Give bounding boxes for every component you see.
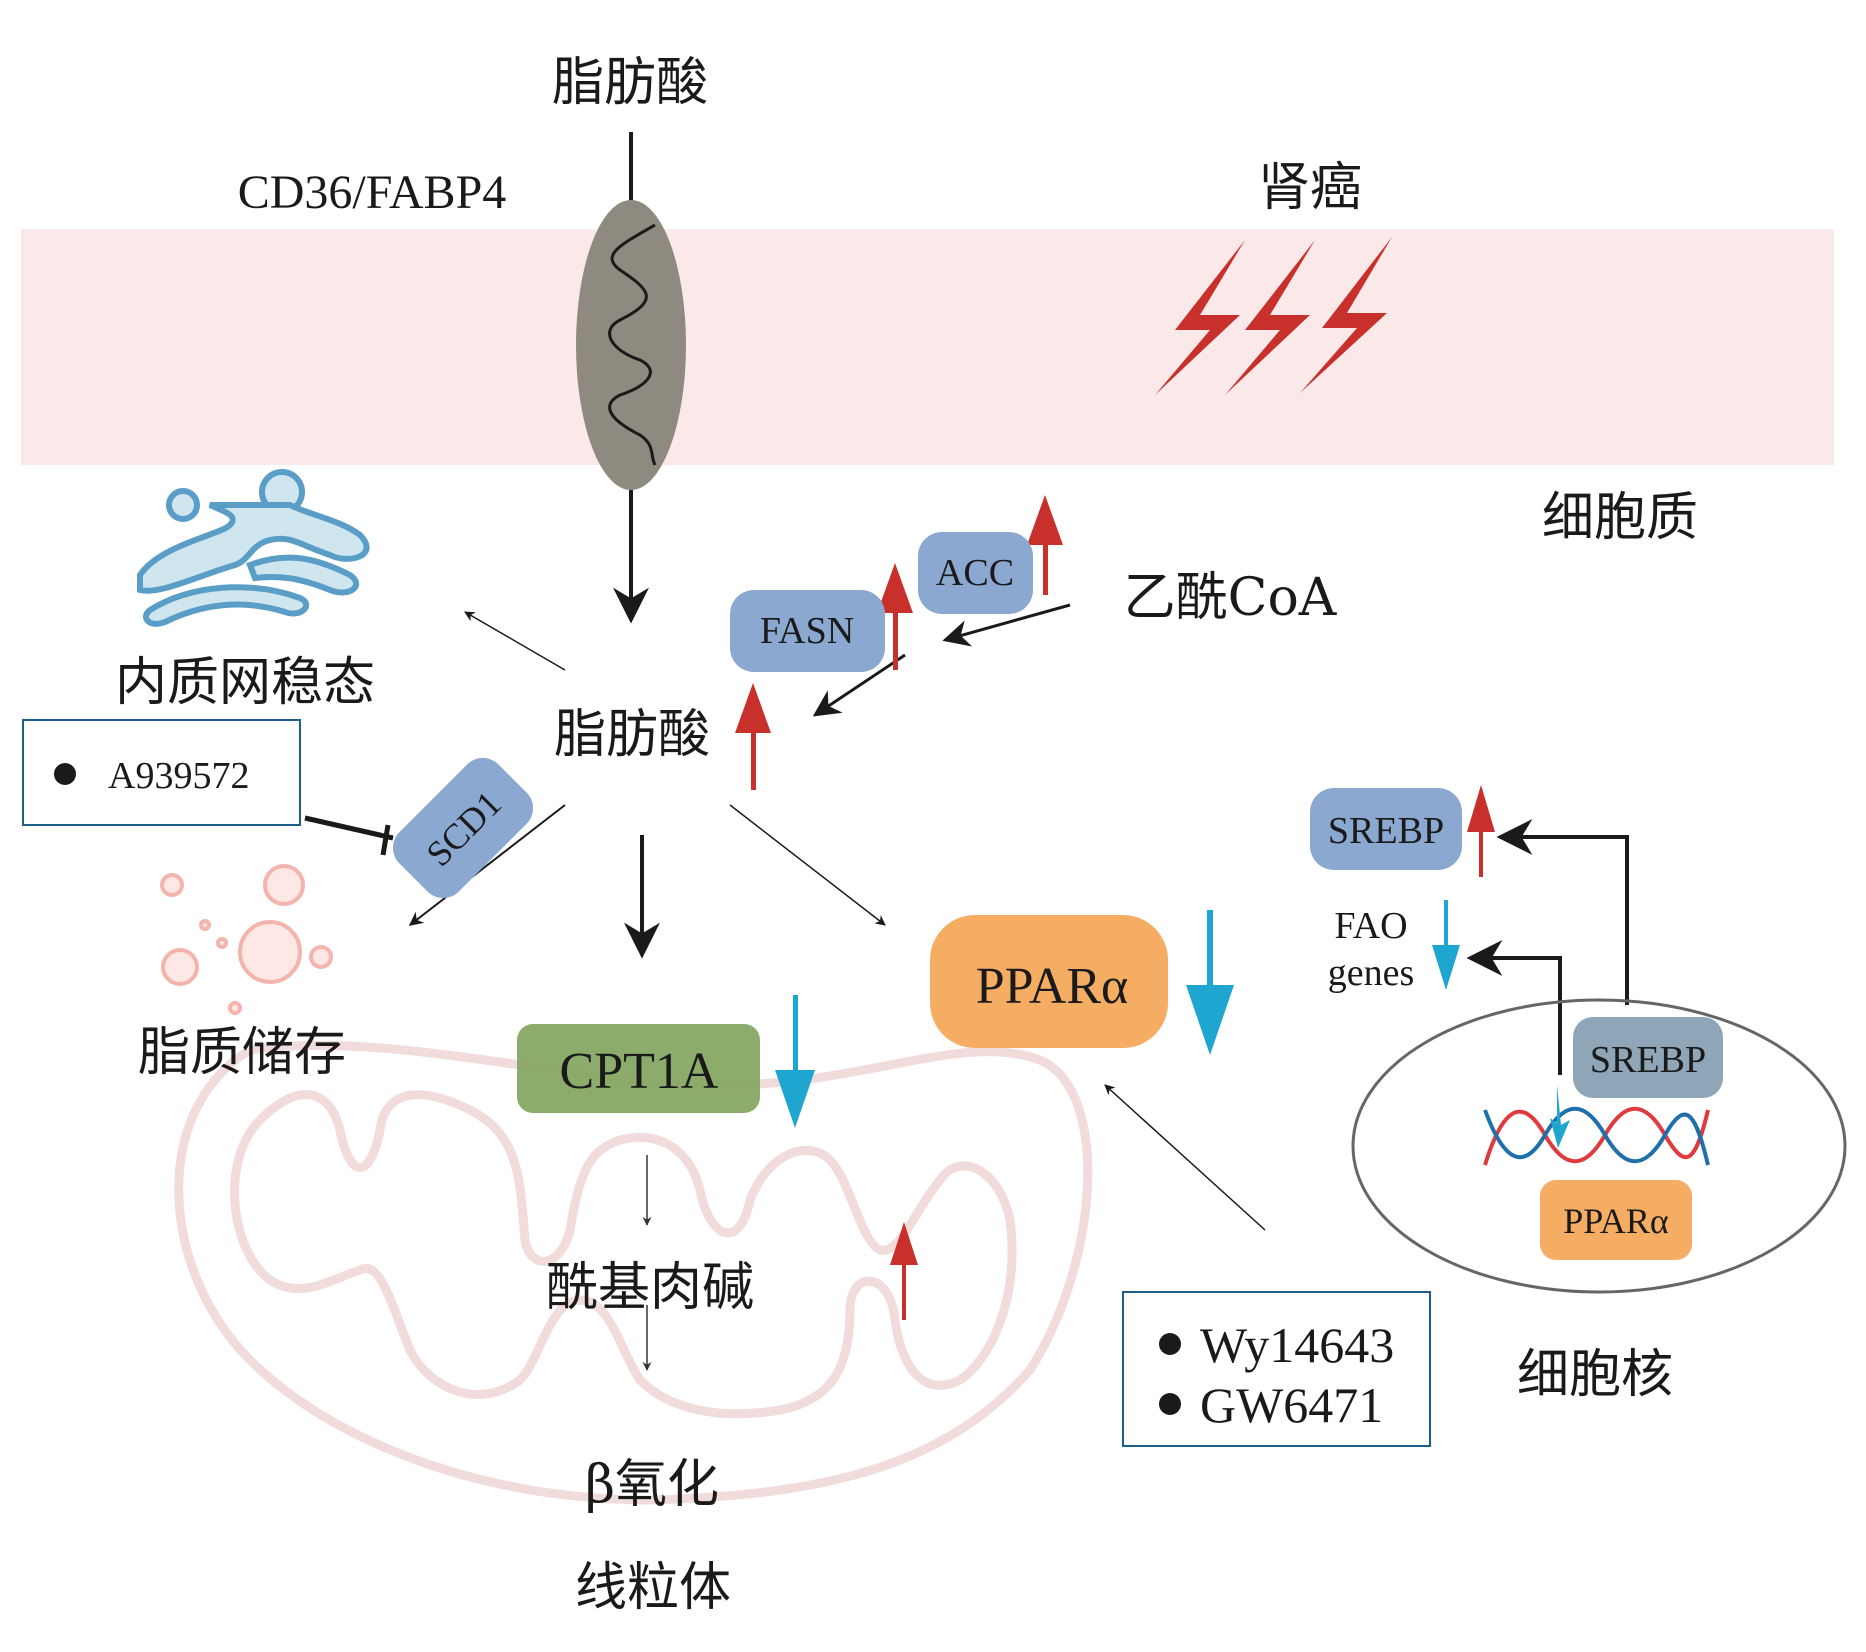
cpt1a-label: CPT1A [560, 1043, 719, 1100]
dna-down-cyan-arrow-icon [1550, 1085, 1570, 1148]
transporter-label: CD36/FABP4 [238, 166, 507, 219]
cytoplasm-label: 细胞质 [1542, 488, 1698, 548]
fasn-label: FASN [760, 610, 854, 652]
ppara-label: PPARα [976, 958, 1129, 1015]
ppara-nuclear-node [1540, 1180, 1692, 1260]
transporter-wave-icon [608, 223, 657, 466]
arrow-nucleus-to-fao-genes [1466, 940, 1562, 1075]
er-homeostasis-label: 内质网稳态 [115, 653, 375, 713]
kidney-cancer-lightning-icon [1155, 237, 1392, 395]
cpt1a-node [517, 1024, 760, 1113]
up-arrow-acylcarnitine-icon [890, 1222, 918, 1320]
fatty-acid-center-label: 脂肪酸 [554, 705, 710, 765]
up-arrow-srebp-icon [1467, 785, 1495, 877]
bullet-icon [54, 763, 76, 785]
arrow-drugs-to-ppara [1104, 1084, 1266, 1231]
srebp-nuclear-node [1573, 1017, 1723, 1098]
beta-oxidation-label: β氧化 [585, 1455, 719, 1515]
scd1-node [392, 757, 534, 899]
arrow-acetylcoa-to-acc [942, 603, 1071, 647]
bullet-icon [1159, 1393, 1181, 1415]
dna-helix-icon [1483, 1106, 1710, 1166]
inhibition-bar [380, 824, 391, 856]
fao-genes-label-line2: genes [1328, 952, 1415, 994]
acetyl-coa-label: 乙酰CoA [1124, 568, 1338, 628]
inhibition-line [304, 815, 394, 841]
up-arrow-fatty-acid-icon [735, 683, 771, 790]
cell-membrane [21, 229, 1834, 465]
arrow-to-er [464, 611, 566, 671]
bullet-icon [1159, 1333, 1181, 1355]
cd36-transporter-icon [576, 200, 686, 490]
mitochondria-label: 线粒体 [575, 1558, 731, 1618]
arrow-to-ppara [729, 804, 886, 926]
acylcarnitine-label: 酰基肉碱 [546, 1258, 754, 1318]
ppara-node [930, 915, 1168, 1048]
acc-node [918, 532, 1033, 614]
fasn-node [730, 590, 885, 672]
wy14643-label: Wy14643 [1200, 1317, 1394, 1373]
fao-genes-label-line1: FAO [1334, 905, 1407, 947]
up-arrow-fasn-icon [877, 563, 913, 670]
down-arrow-cpt1a-icon [775, 995, 815, 1128]
nucleus-outline [1351, 998, 1847, 1294]
srebp-cytoplasm-node [1310, 788, 1462, 870]
kidney-cancer-label: 肾癌 [1258, 158, 1362, 218]
gw6471-label: GW6471 [1200, 1377, 1383, 1433]
ppara-nuclear-label: PPARα [1563, 1201, 1669, 1241]
nucleus-label: 细胞核 [1517, 1345, 1673, 1405]
arrow-fasn-to-fatty-acid [812, 653, 906, 717]
down-arrow-fao-genes-icon [1432, 900, 1460, 990]
endoplasmic-reticulum-icon [137, 469, 370, 627]
lipid-droplets-icon [160, 864, 333, 1015]
lipid-storage-label: 脂质储存 [138, 1023, 346, 1083]
srebp-cytoplasm-label: SREBP [1328, 810, 1444, 852]
srebp-nuclear-label: SREBP [1590, 1039, 1706, 1081]
arrow-nucleus-to-srebp [1496, 819, 1629, 1005]
ppara-modulators-box [1122, 1291, 1431, 1447]
a939572-label: A939572 [108, 755, 249, 797]
arrow-to-lipid-storage [408, 804, 566, 926]
acc-label: ACC [936, 552, 1014, 594]
down-arrow-ppara-icon [1186, 910, 1234, 1055]
up-arrow-acc-icon [1027, 495, 1063, 595]
fatty-acid-top-label: 脂肪酸 [552, 53, 708, 113]
